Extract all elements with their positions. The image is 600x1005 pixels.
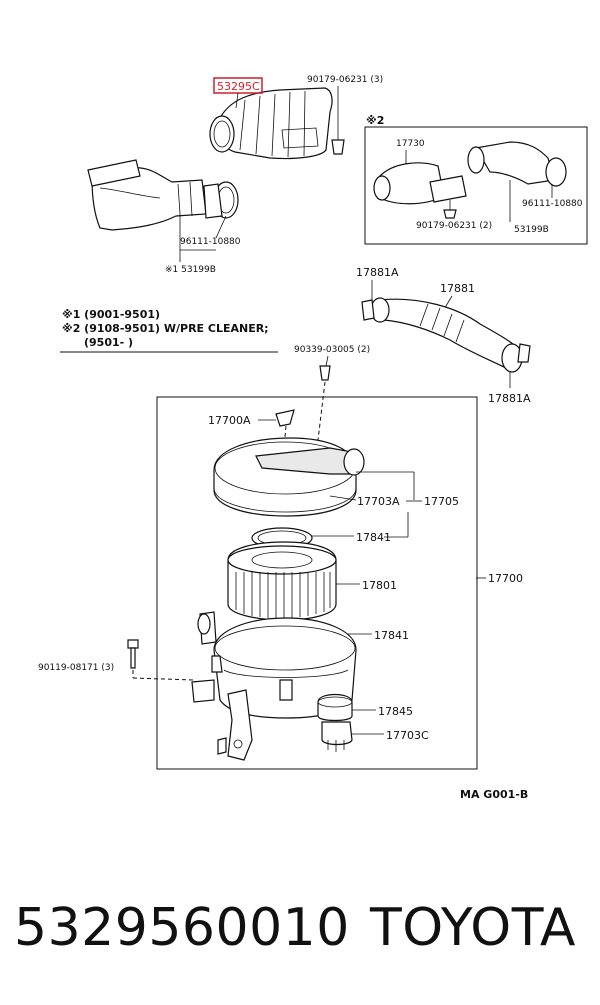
valve-17845 (317, 693, 353, 722)
label-17841-top[interactable]: 17841 (356, 531, 391, 544)
label-17700[interactable]: 17700 (488, 572, 523, 585)
label-mark1-53199b[interactable]: ※1 53199B (165, 265, 216, 275)
pre-cleaner-box (364, 126, 588, 245)
label-53199b-right[interactable]: 53199B (514, 225, 549, 235)
intake-duct-left (87, 159, 239, 231)
legend-1: ※1 (9001-9501) (62, 308, 160, 321)
label-17703a[interactable]: 17703A (357, 495, 400, 508)
valve-cap-17703c (321, 721, 353, 752)
label-17881a-bot[interactable]: 17881A (488, 392, 531, 405)
pre-cleaner-17730 (373, 162, 467, 205)
label-17700a[interactable]: 17700A (208, 414, 251, 427)
inlet-hose-53295c[interactable] (209, 87, 333, 160)
label-53295c[interactable]: 53295C (217, 80, 260, 93)
label-90179-top[interactable]: 90179-06231 (3) (307, 75, 383, 85)
brand-name: TOYOTA (370, 898, 576, 958)
label-17703c[interactable]: 17703C (386, 729, 429, 742)
cleaner-case (191, 611, 357, 761)
cleaner-cap-17705[interactable] (213, 437, 365, 517)
mark2-heading: ※2 (366, 114, 384, 127)
bolt-90119 (127, 639, 139, 669)
label-17801[interactable]: 17801 (362, 579, 397, 592)
air-cleaner-box-17700 (156, 396, 478, 770)
diagram-code: MA G001-B (460, 788, 528, 801)
label-17881[interactable]: 17881 (440, 282, 475, 295)
label-17841-bottom[interactable]: 17841 (374, 629, 409, 642)
legend-3: (9501- ) (84, 336, 133, 349)
footer: 5329560010 TOYOTA (0, 893, 600, 963)
label-90179-right[interactable]: 90179-06231 (2) (416, 221, 492, 231)
label-90339[interactable]: 90339-03005 (2) (294, 345, 370, 355)
clip-90179-top (331, 139, 345, 155)
legend-2: ※2 (9108-9501) W/PRE CLEANER; (62, 322, 269, 335)
label-90119[interactable]: 90119-08171 (3) (38, 663, 114, 673)
hose-17881 (361, 297, 531, 373)
label-17730[interactable]: 17730 (396, 139, 425, 149)
pre-cleaner-duct (467, 141, 567, 187)
part-number: 5329560010 (14, 898, 350, 958)
label-17881a-top[interactable]: 17881A (356, 266, 399, 279)
label-17705[interactable]: 17705 (424, 495, 459, 508)
filter-element-17801[interactable] (227, 541, 337, 621)
label-96111-right[interactable]: 96111-10880 (522, 199, 583, 209)
label-96111-left[interactable]: 96111-10880 (180, 237, 241, 247)
label-17845[interactable]: 17845 (378, 705, 413, 718)
